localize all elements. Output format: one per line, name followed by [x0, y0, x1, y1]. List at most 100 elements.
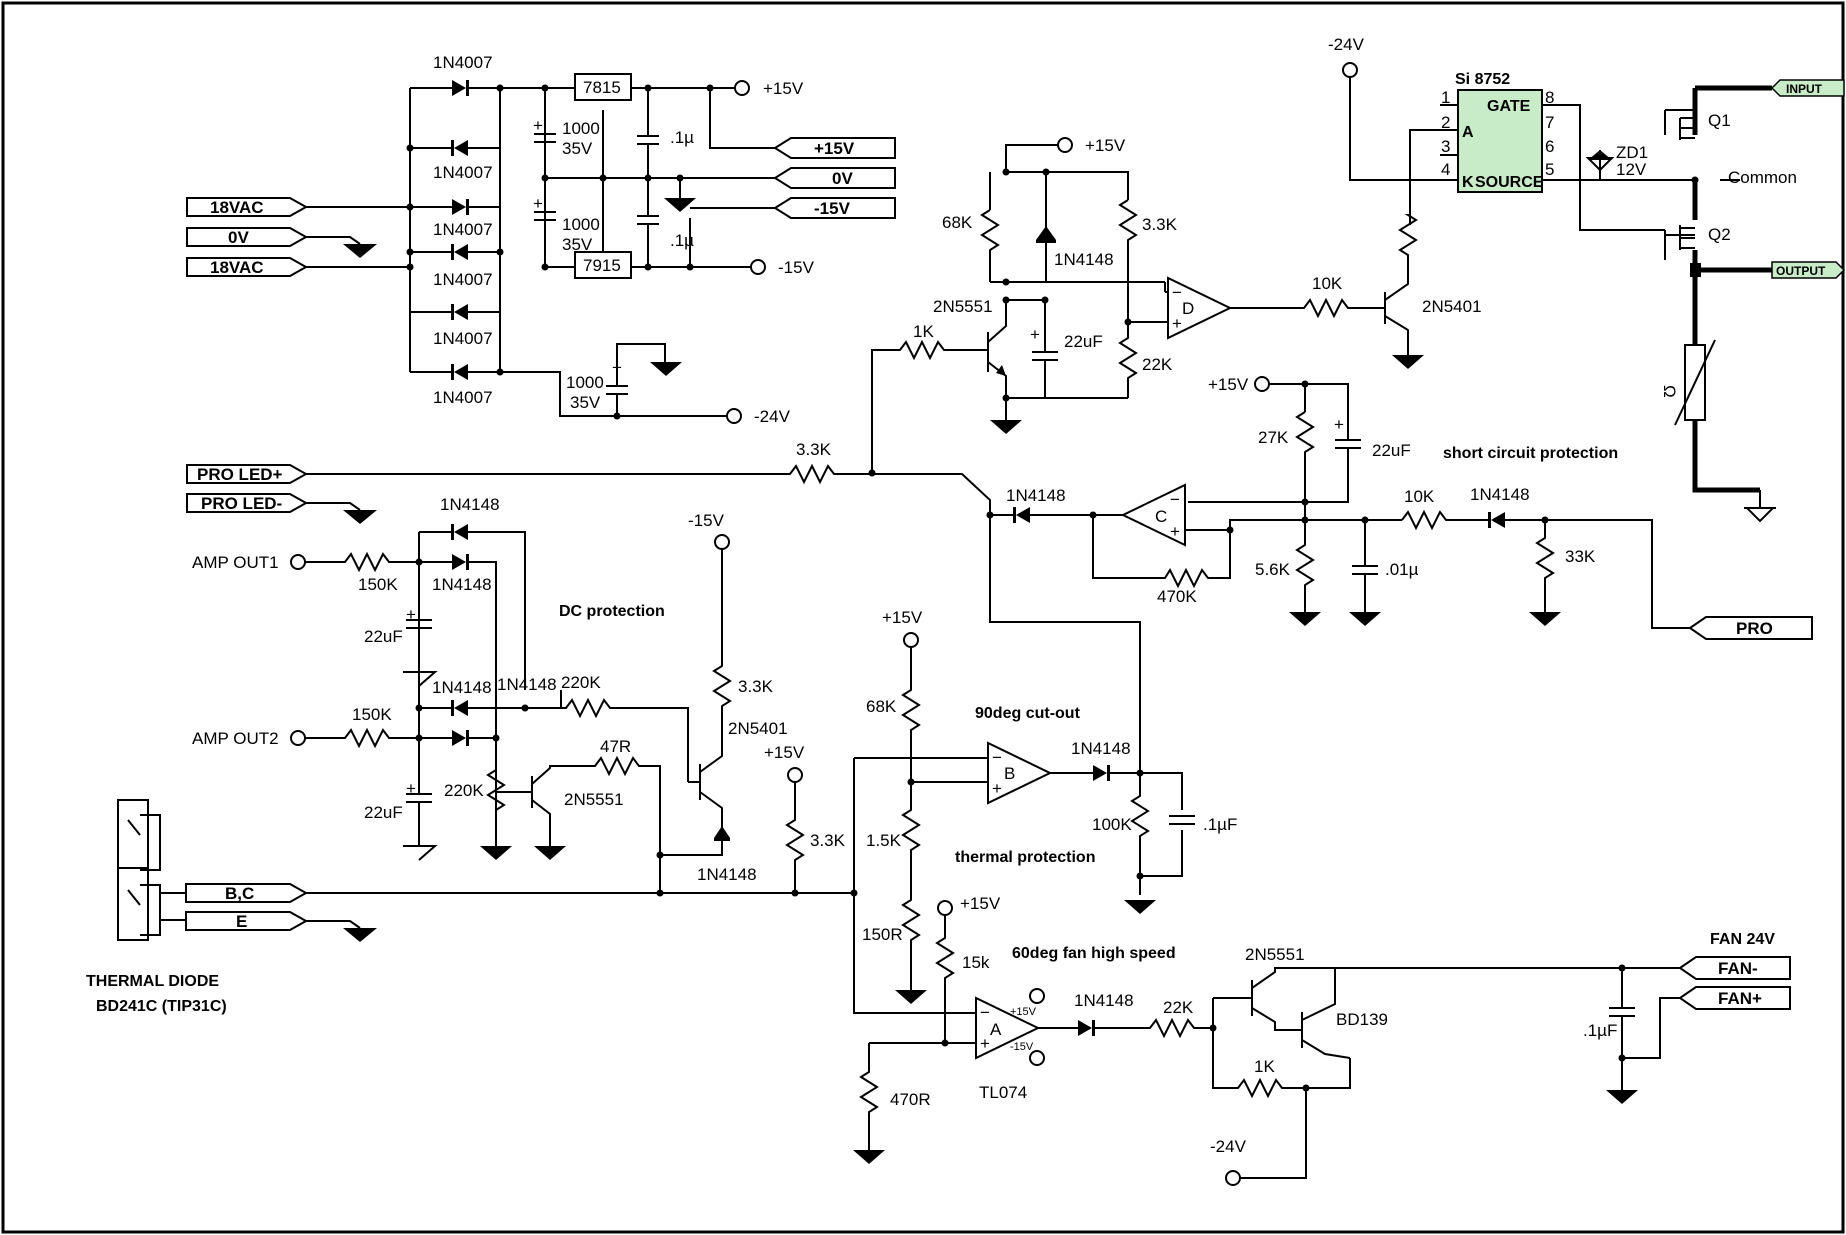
tag-fan-minus[interactable]: FAN- [1678, 956, 1791, 980]
component-label: 220K [444, 781, 484, 800]
tag-fan-plus[interactable]: FAN+ [1678, 986, 1791, 1010]
component-label: 7815 [583, 78, 621, 97]
tag-p15-out[interactable]: +15V [773, 137, 896, 159]
ground-symbol [664, 198, 696, 212]
component-label: 470K [1157, 587, 1197, 606]
component-label: K [1462, 174, 1474, 191]
component-label: 1N4007 [433, 163, 493, 182]
component-label: 7915 [583, 256, 621, 275]
component-label: short circuit protection [1443, 445, 1618, 462]
tag-bc[interactable]: B,C [185, 883, 309, 903]
component-label: 60deg fan high speed [1012, 945, 1176, 962]
component-label: 6 [1545, 137, 1554, 156]
component-label: FAN+ [1718, 989, 1762, 1008]
component-label: 2N5551 [1245, 945, 1305, 964]
component-label: 22K [1142, 355, 1173, 374]
component-label: 68K [942, 213, 973, 232]
component-label: − [1170, 490, 1180, 509]
tag-pro-led-minus[interactable]: PRO LED- [186, 493, 309, 513]
component-label: + [1334, 415, 1344, 434]
component-label: 5.6K [1255, 560, 1291, 579]
component-label: ZD1 [1616, 143, 1648, 162]
short-circuit-protection: +15V 27K + 22uF short circuit protection… [986, 375, 1813, 770]
component-label: .1µF [1583, 1021, 1617, 1040]
component-label: FAN- [1718, 959, 1758, 978]
component-label: 2N5551 [933, 297, 993, 316]
component-label: + [1030, 325, 1040, 344]
component-label: GATE [1487, 98, 1531, 115]
component-label: D [1182, 299, 1194, 318]
component-label: 22uF [364, 803, 403, 822]
component-label: -24V [1210, 1137, 1247, 1156]
tag-18vac-1[interactable]: 18VAC [186, 197, 309, 217]
component-label: 2 [1441, 113, 1450, 132]
component-label: 1N4148 [1071, 739, 1131, 758]
component-label: 1N4148 [1074, 991, 1134, 1010]
tag-output[interactable]: OUTPUT [1771, 261, 1846, 279]
component-label: .1µ [670, 231, 694, 250]
tag-18vac-2[interactable]: 18VAC [186, 257, 309, 277]
component-label: 22uF [1064, 332, 1103, 351]
component-label: 35V [570, 393, 601, 412]
component-label: 18VAC [210, 258, 264, 277]
component-label: -15V [778, 258, 815, 277]
component-label: .1µ [670, 128, 694, 147]
component-label: +15V [814, 139, 855, 158]
diode-1n4007-bridge [451, 80, 469, 380]
component-label: BD139 [1336, 1010, 1388, 1029]
component-label: 8 [1545, 88, 1554, 107]
component-label: 2N5551 [564, 790, 624, 809]
component-label: PRO [1736, 619, 1773, 638]
component-label: +15V [763, 79, 804, 98]
ssr-driver: -24V Si 8752 GATE SOURCE A K 1 2 3 4 8 7… [1328, 35, 1846, 522]
tag-pro-led-plus[interactable]: PRO LED+ [186, 464, 309, 484]
component-label: TL074 [979, 1083, 1027, 1102]
component-label: 0V [228, 228, 249, 247]
component-label: +15V [882, 608, 923, 627]
component-label: 2N5401 [728, 719, 788, 738]
component-label: BD241C (TIP31C) [96, 998, 227, 1015]
component-label: 22uF [364, 627, 403, 646]
tag-0v[interactable]: 0V [186, 227, 309, 247]
ground-symbol [343, 244, 377, 258]
tag-0v-out[interactable]: 0V [773, 167, 896, 189]
component-label: 1N4007 [433, 53, 493, 72]
thermal-protection: +15V 68K 1.5K 150R B −+ 1N4148 100K .1µF… [764, 608, 1237, 1014]
tag-pro[interactable]: PRO [1688, 616, 1813, 640]
component-label: -24V [1328, 35, 1365, 54]
component-label: +15V [764, 743, 805, 762]
power-supply: 18VAC 0V 18VAC 1N4007 1N4007 1N4007 [186, 53, 896, 426]
tag-e[interactable]: E [185, 911, 309, 931]
component-label: + [612, 358, 622, 377]
driver-block-d: +15V 68K 3.3K 1N4148 2N5551 22K + 22uF 1… [871, 136, 1482, 473]
component-label: Q1 [1708, 111, 1731, 130]
component-label: Ω [1660, 385, 1679, 398]
component-label: 1N4007 [433, 220, 493, 239]
component-label: + [1170, 522, 1180, 541]
component-label: 3.3K [810, 831, 846, 850]
ground-symbol [650, 362, 682, 376]
component-label: − [980, 1003, 990, 1022]
component-label: -24V [754, 407, 791, 426]
component-label: Common [1728, 168, 1797, 187]
component-label: B,C [225, 884, 254, 903]
component-label: + [1172, 314, 1182, 333]
component-label: A [1462, 124, 1474, 141]
component-label: 0V [832, 169, 853, 188]
component-label: 1N4148 [440, 495, 500, 514]
component-label: 100K [1092, 815, 1132, 834]
component-label: 1N4007 [433, 388, 493, 407]
component-label: 10K [1404, 487, 1435, 506]
component-label: PRO LED+ [197, 465, 283, 484]
component-label: .01µ [1385, 560, 1419, 579]
tag-input[interactable]: INPUT [1770, 79, 1845, 97]
component-label: 68K [866, 697, 897, 716]
component-label: 1 [1441, 88, 1450, 107]
component-label: 220K [561, 673, 601, 692]
component-label: 1N4007 [433, 270, 493, 289]
component-label: 1N4148 [697, 865, 757, 884]
component-label: +15V [1208, 375, 1249, 394]
tag-m15-out[interactable]: -15V [773, 197, 896, 219]
component-label: OUTPUT [1776, 264, 1826, 278]
